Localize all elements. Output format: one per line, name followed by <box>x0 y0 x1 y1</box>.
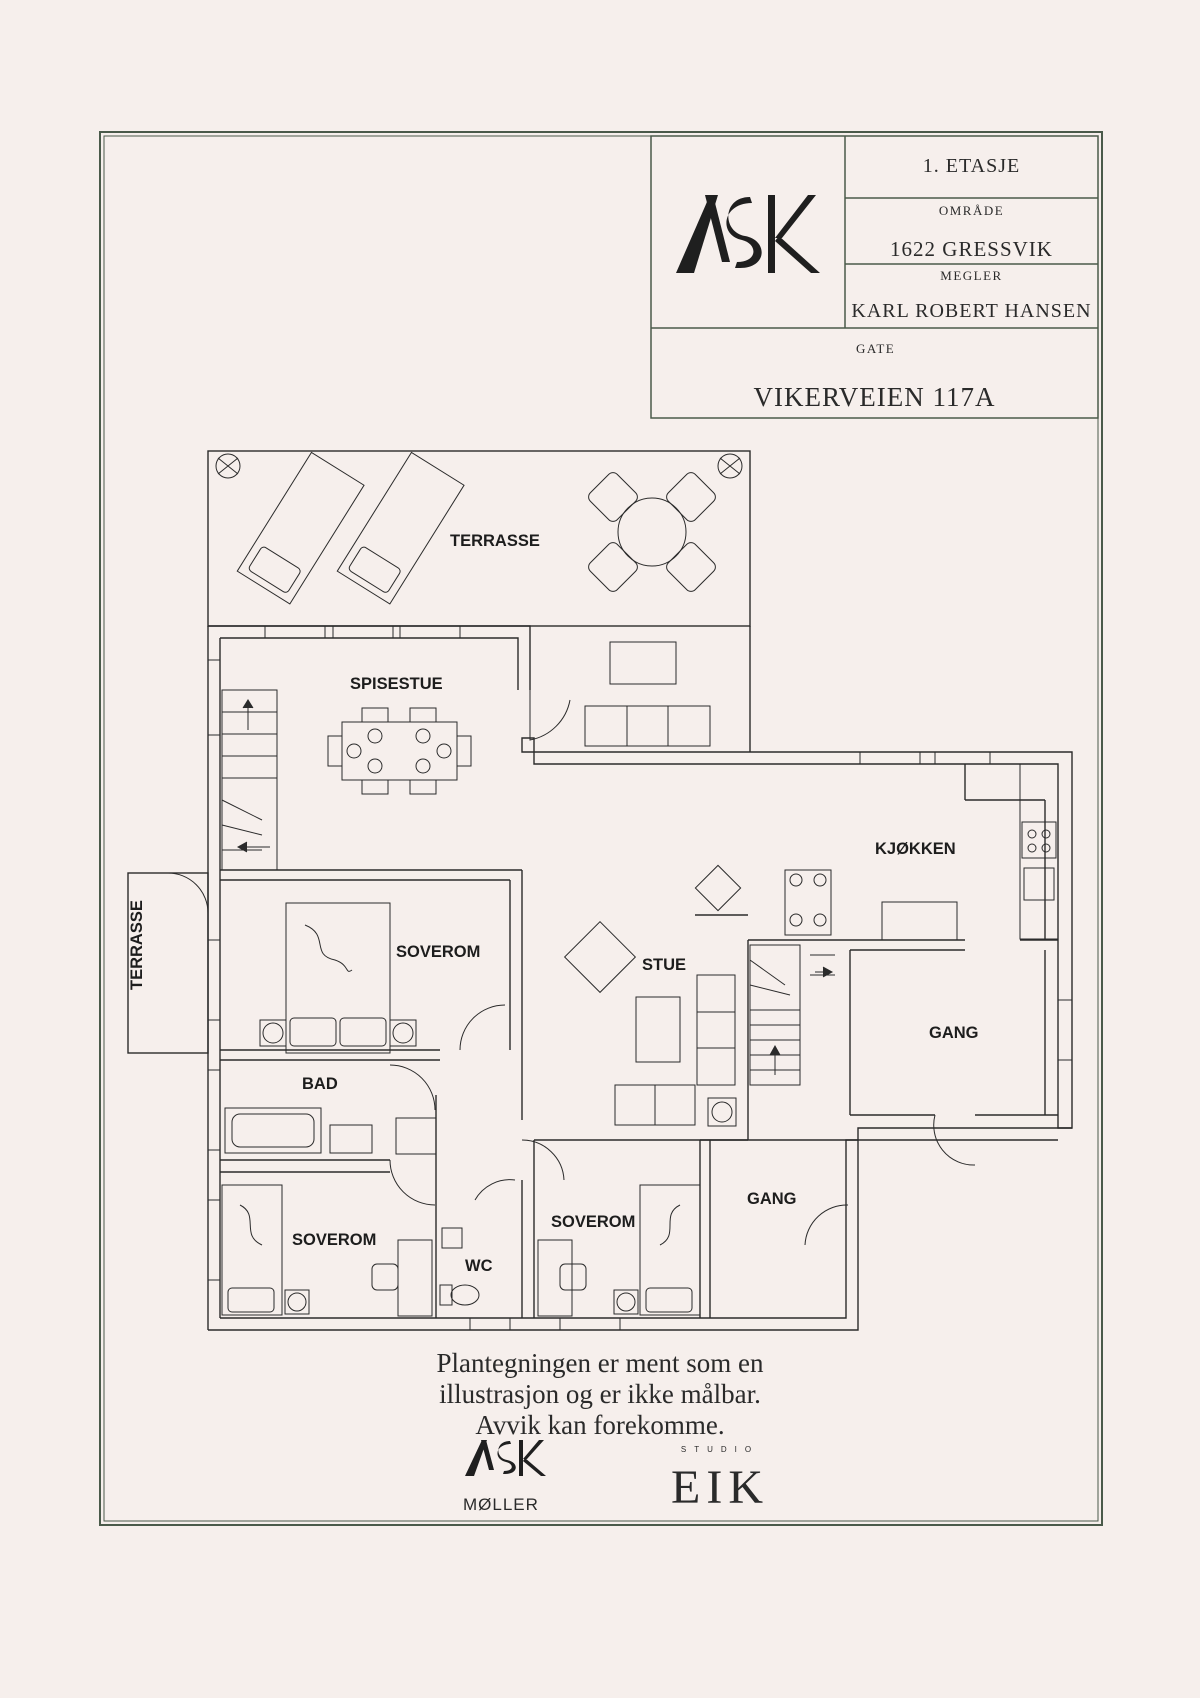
area-label: OMRÅDE <box>938 203 1005 218</box>
room-label-terrasse-top: TERRASSE <box>450 532 540 550</box>
room-label-wc: WC <box>465 1257 493 1275</box>
ask-moller-logo <box>465 1440 546 1476</box>
room-label-spisestue: SPISESTUE <box>350 675 443 693</box>
room-label-stue: STUE <box>642 956 687 974</box>
broker-label: MEGLER <box>940 268 1003 283</box>
room-label-gang-lower: GANG <box>747 1190 797 1208</box>
ask-moller-subtext: MØLLER <box>463 1495 539 1514</box>
room-label-gang-right: GANG <box>929 1024 979 1042</box>
plant-icon <box>215 453 241 479</box>
room-label-soverom-1: SOVEROM <box>396 943 481 961</box>
room-label-bad: BAD <box>302 1075 338 1093</box>
title-block <box>650 135 1099 419</box>
ask-logo <box>676 195 820 273</box>
inner-frame <box>103 135 1099 1522</box>
outer-frame <box>99 131 1103 1526</box>
area-value: 1622 GRESSVIK <box>890 237 1053 261</box>
disclaimer-line-1: Plantegningen er ment som en <box>436 1348 764 1378</box>
floor-label: 1. ETASJE <box>922 155 1021 177</box>
broker-value: KARL ROBERT HANSEN <box>851 300 1092 322</box>
plant-icon <box>717 453 743 479</box>
disclaimer-line-2: illustrasjon og er ikke målbar. <box>439 1379 761 1409</box>
room-label-soverom-2: SOVEROM <box>292 1231 377 1249</box>
street-value: VIKERVEIEN 117A <box>753 382 996 412</box>
room-label-soverom-3: SOVEROM <box>551 1213 636 1231</box>
street-label: GATE <box>856 341 896 356</box>
room-label-kjokken: KJØKKEN <box>875 840 956 858</box>
room-label-terrasse-left: TERRASSE <box>128 900 146 990</box>
disclaimer-line-3: Avvik kan forekomme. <box>475 1410 725 1440</box>
disclaimer: Plantegningen er ment som en illustrasjo… <box>330 1348 870 1441</box>
studio-label: STUDIO <box>680 1445 760 1454</box>
furniture <box>215 451 1059 1317</box>
studio-eik-logo: EIK <box>671 1461 769 1514</box>
floor-plan <box>127 450 1073 1331</box>
